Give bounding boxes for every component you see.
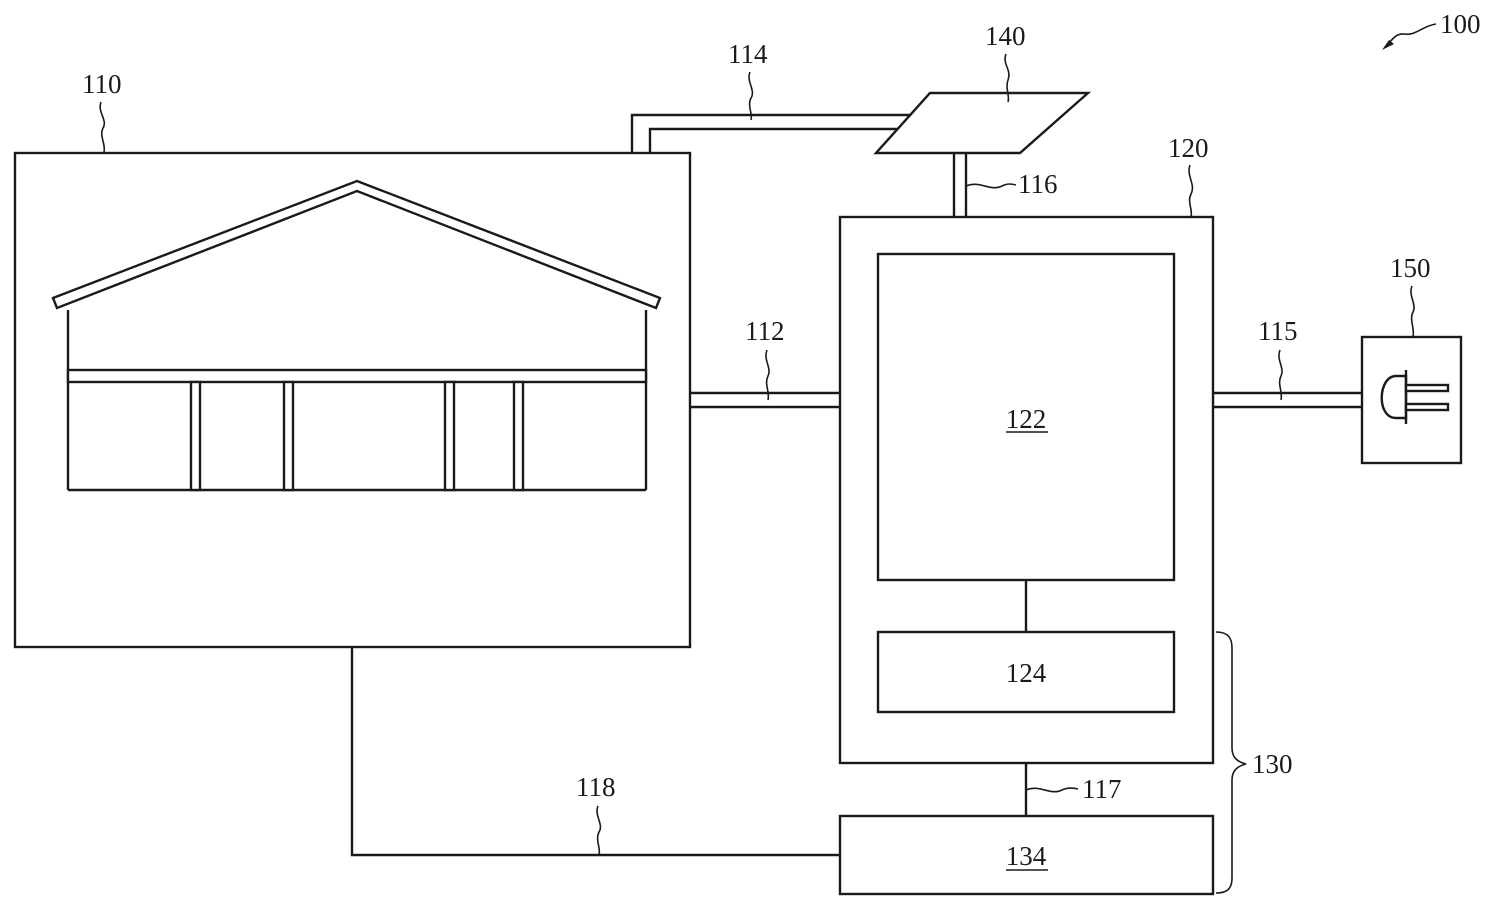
block-134 xyxy=(838,814,1215,896)
arrow-100-icon xyxy=(1382,40,1394,50)
leader-110 xyxy=(99,101,106,153)
label-112: 112 xyxy=(745,316,785,346)
label-122: 122 xyxy=(1006,404,1047,434)
house-box xyxy=(13,151,692,649)
outlet-unit xyxy=(1360,335,1463,465)
leader-150 xyxy=(1410,285,1415,338)
label-150: 150 xyxy=(1390,253,1431,283)
label-115: 115 xyxy=(1258,316,1298,346)
label-117: 117 xyxy=(1082,774,1122,804)
label-116: 116 xyxy=(1018,169,1058,199)
leader-116 xyxy=(965,183,1017,189)
label-114: 114 xyxy=(728,39,768,69)
label-110: 110 xyxy=(82,69,122,99)
label-140: 140 xyxy=(985,21,1026,51)
brace-130 xyxy=(1215,631,1247,894)
leader-114 xyxy=(748,71,754,121)
leader-100 xyxy=(1385,23,1437,47)
line-115 xyxy=(1213,391,1362,409)
leader-118 xyxy=(596,805,602,856)
label-130: 130 xyxy=(1252,749,1293,779)
leader-112 xyxy=(765,349,770,401)
label-118: 118 xyxy=(576,772,616,802)
block-122 xyxy=(876,252,1176,582)
label-134: 134 xyxy=(1006,841,1047,871)
outlet-box xyxy=(1360,335,1463,465)
power-plug-icon xyxy=(1380,370,1450,424)
label-124: 124 xyxy=(1006,658,1047,688)
solar-panel-icon xyxy=(873,91,1092,155)
house-icon xyxy=(51,179,662,492)
leader-115 xyxy=(1278,349,1283,401)
label-120: 120 xyxy=(1168,133,1209,163)
line-118 xyxy=(350,647,840,857)
block-124 xyxy=(876,630,1176,714)
house-unit xyxy=(13,151,692,649)
leader-140 xyxy=(1004,53,1010,103)
line-114 xyxy=(630,113,910,153)
label-100: 100 xyxy=(1440,9,1481,39)
line-116 xyxy=(952,153,968,217)
line-112 xyxy=(690,391,840,409)
leader-117 xyxy=(1025,787,1079,793)
leader-120 xyxy=(1188,164,1194,218)
